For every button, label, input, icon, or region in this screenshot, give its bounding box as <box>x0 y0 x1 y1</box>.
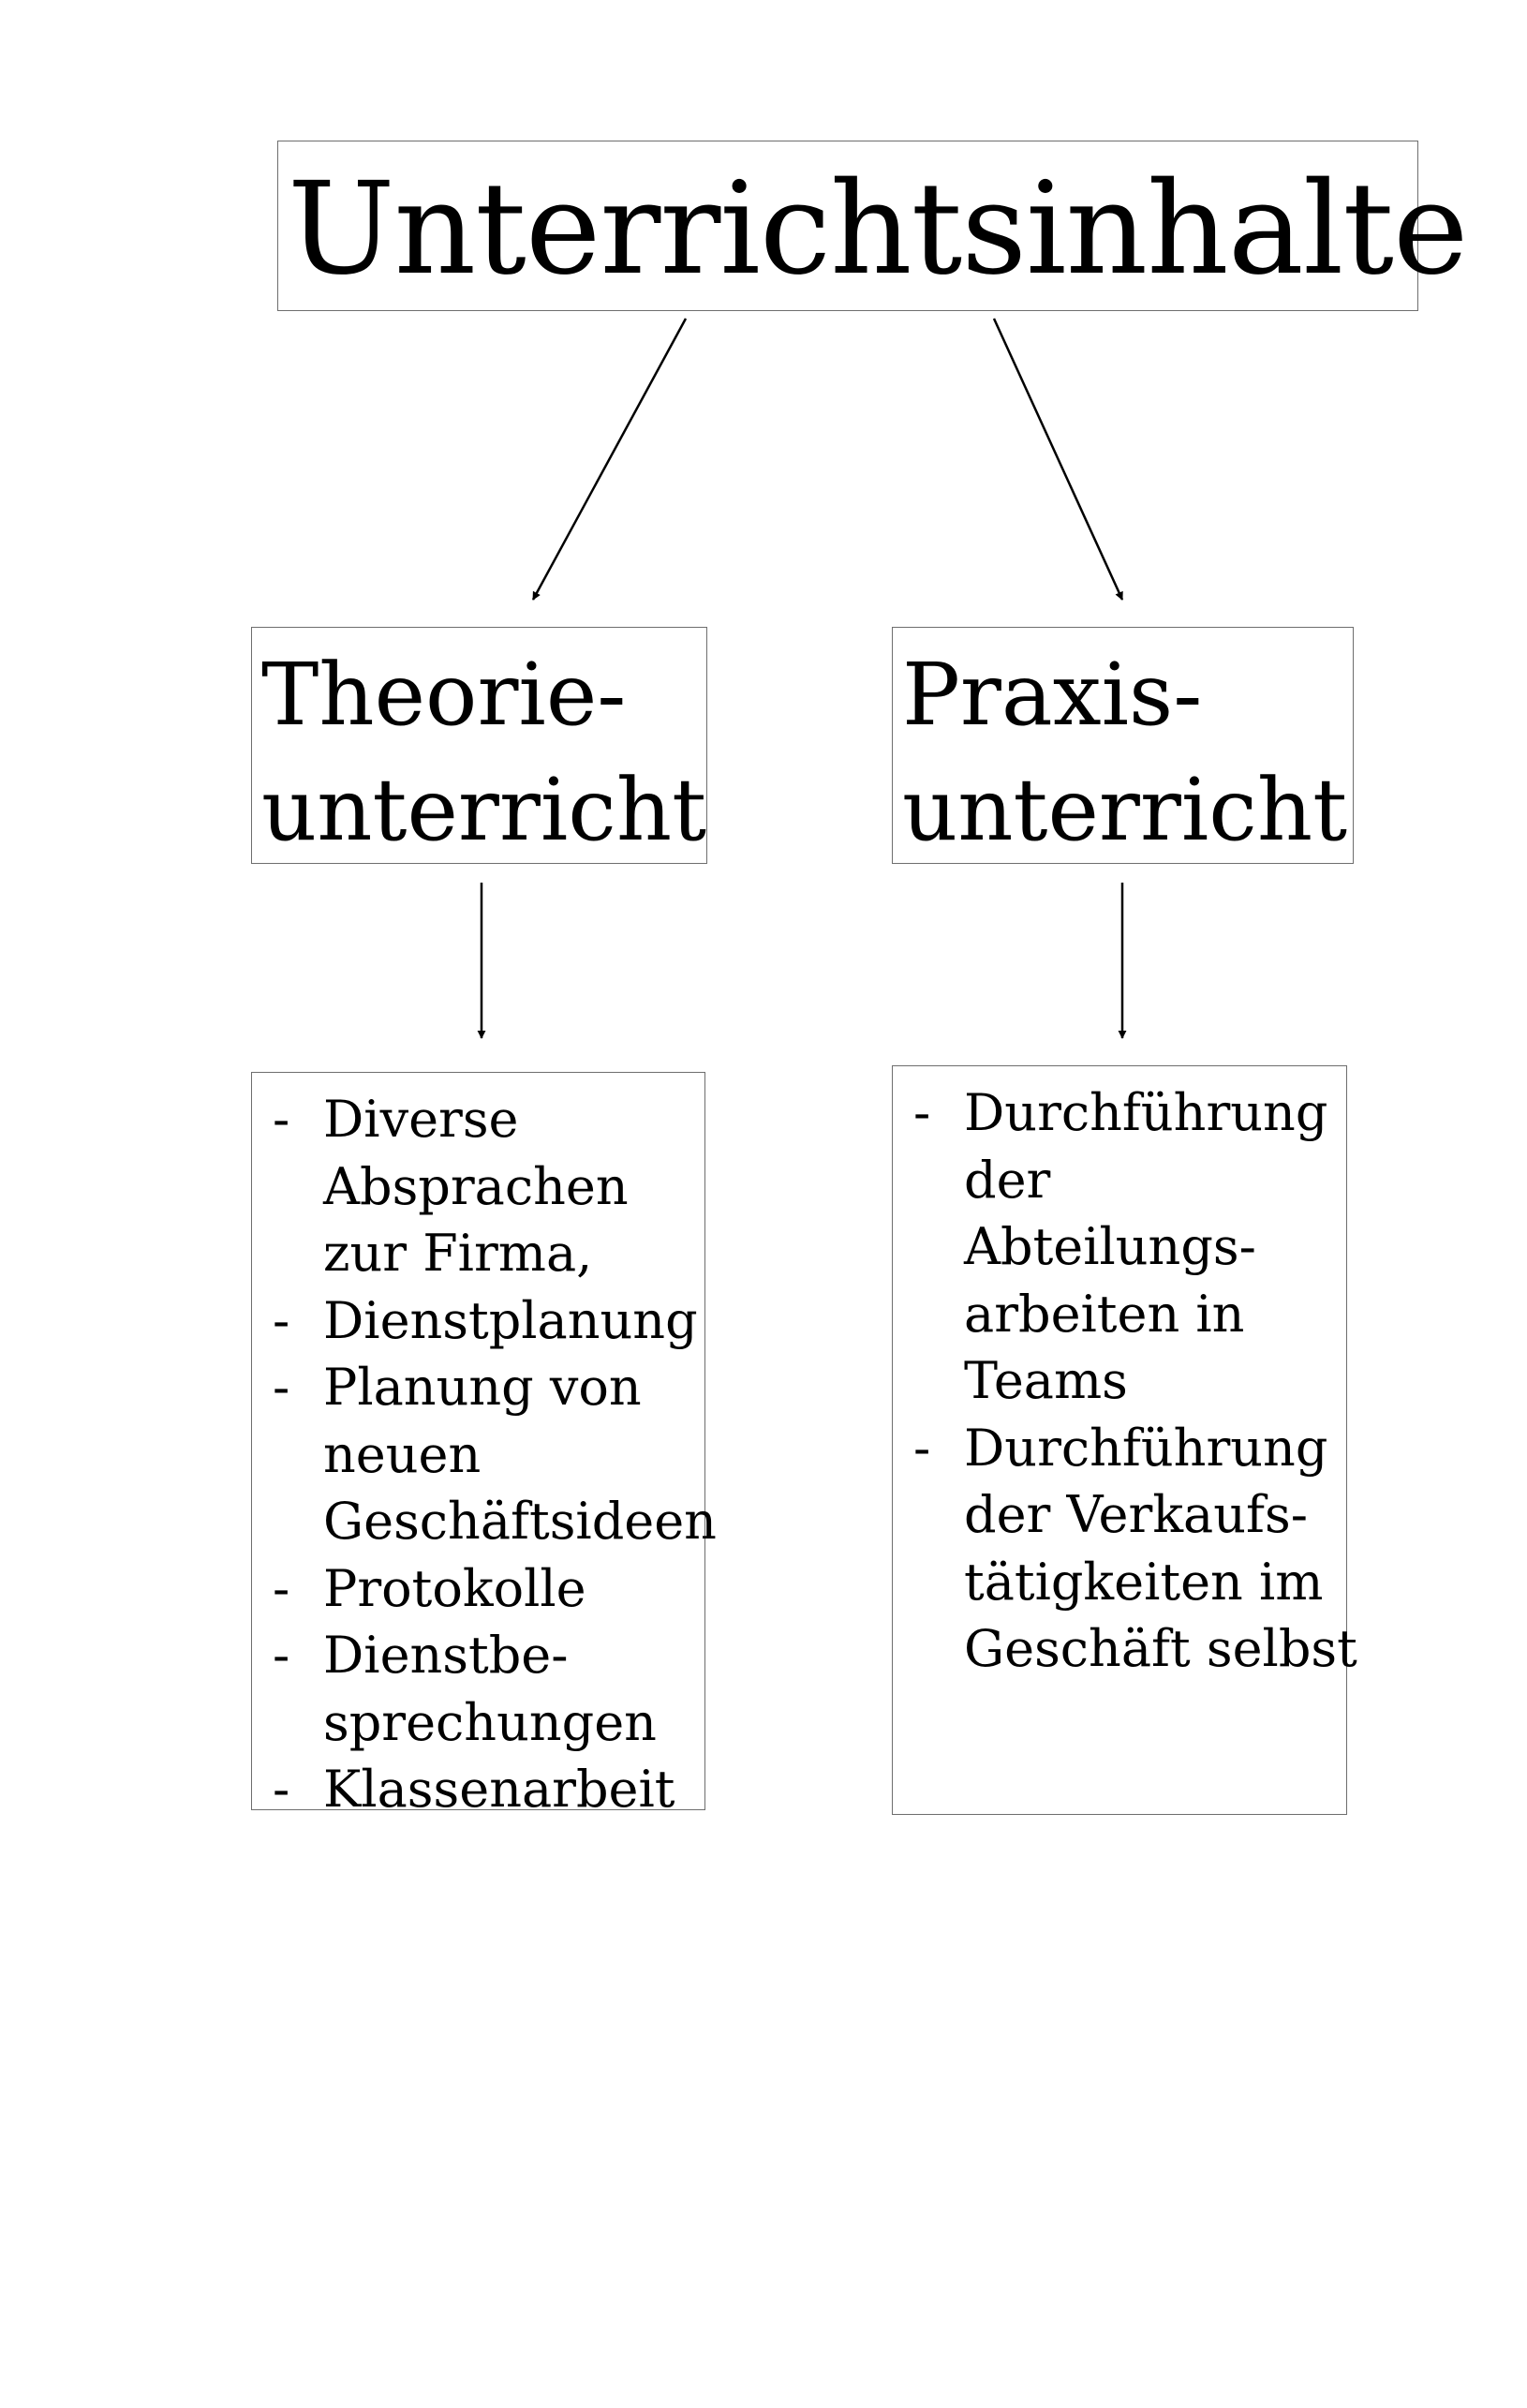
theory-heading: Theorie- unterricht <box>261 637 706 868</box>
list-item: - Protokolle <box>252 1555 717 1623</box>
praxis-content-box: - Durchführung der Abteilungs- arbeiten … <box>892 1065 1357 1815</box>
list-item-line: der <box>964 1150 1051 1210</box>
list-bullet: - <box>273 1290 290 1350</box>
praxis-heading-line: unterricht <box>902 760 1348 860</box>
arrow-title-to-praxis <box>992 318 1124 601</box>
list-item: - Dienstplanung <box>252 1287 717 1355</box>
list-item-line: Durchführung <box>964 1083 1328 1142</box>
list-bullet: - <box>273 1626 290 1685</box>
list-item-line: Abteilungs- <box>964 1217 1256 1276</box>
list-bullet: - <box>273 1760 290 1819</box>
list-item: - Durchführung der Verkaufs- tätigkeiten… <box>893 1415 1357 1683</box>
theory-heading-line: unterricht <box>261 760 707 860</box>
list-item: - Klassenarbeit <box>252 1756 717 1823</box>
list-item-line: Teams <box>964 1351 1128 1410</box>
diagram-title: Unterrichtsinhalte <box>288 156 1468 304</box>
list-item-line: zur Firma, <box>323 1224 593 1283</box>
theory-heading-box: Theorie- unterricht <box>251 627 707 864</box>
list-bullet: - <box>273 1358 290 1417</box>
list-item-line: Planung von <box>323 1358 642 1417</box>
list-item-line: tätigkeiten im <box>964 1552 1324 1612</box>
praxis-heading: Praxis- unterricht <box>902 637 1347 868</box>
list-item-line: Diverse <box>323 1090 519 1149</box>
praxis-item-list: - Durchführung der Abteilungs- arbeiten … <box>893 1079 1357 1683</box>
list-item-line: Durchführung <box>964 1418 1328 1478</box>
list-bullet: - <box>913 1083 931 1142</box>
list-item-line: Geschäftsideen <box>323 1492 717 1551</box>
theory-heading-line: Theorie- <box>261 645 627 745</box>
list-item-line: Dienstplanung <box>323 1290 698 1350</box>
list-item-line: Protokolle <box>323 1558 586 1618</box>
list-item: - Diverse Absprachen zur Firma, <box>252 1086 717 1287</box>
list-item-line: Absprachen <box>323 1156 629 1216</box>
list-item-line: der Verkaufs- <box>964 1485 1308 1544</box>
list-item: - Dienstbe- sprechungen <box>252 1622 717 1756</box>
theory-content-box: - Diverse Absprachen zur Firma, - Dienst… <box>251 1072 717 1819</box>
title-box: Unterrichtsinhalte <box>277 141 1468 311</box>
list-item-line: Geschäft selbst <box>964 1619 1357 1678</box>
list-item-line: arbeiten in <box>964 1284 1245 1344</box>
praxis-heading-line: Praxis- <box>902 645 1203 745</box>
list-item-line: neuen <box>323 1424 482 1484</box>
praxis-heading-box: Praxis- unterricht <box>892 627 1354 864</box>
list-bullet: - <box>273 1558 290 1618</box>
arrow-title-to-theory <box>531 318 688 601</box>
list-item-line: Klassenarbeit <box>323 1760 675 1819</box>
list-item: - Durchführung der Abteilungs- arbeiten … <box>893 1079 1357 1415</box>
list-item-line: sprechungen <box>323 1692 657 1752</box>
list-bullet: - <box>273 1090 290 1149</box>
list-item: - Planung von neuen Geschäftsideen <box>252 1354 717 1555</box>
list-item-line: Dienstbe- <box>323 1626 569 1685</box>
theory-item-list: - Diverse Absprachen zur Firma, - Dienst… <box>252 1086 717 1823</box>
list-bullet: - <box>913 1418 931 1478</box>
